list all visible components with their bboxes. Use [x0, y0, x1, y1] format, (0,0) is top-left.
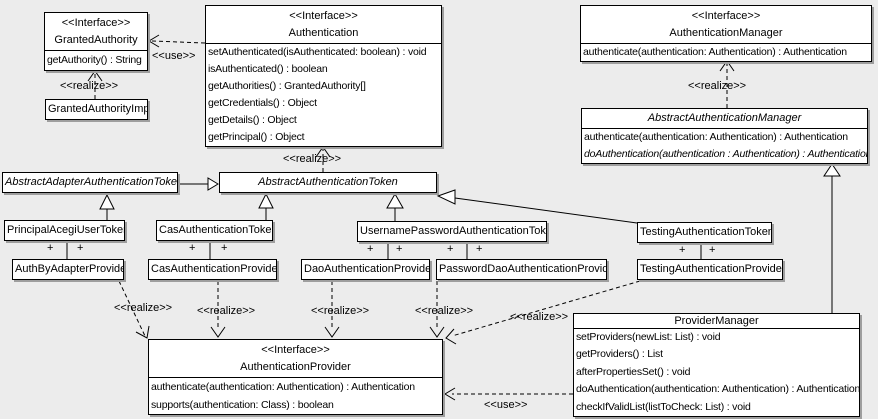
- realize-authbyadapter-to-authprovider: [118, 280, 146, 337]
- method: authenticate(authentication: Authenticat…: [584, 131, 848, 143]
- class-name: ProviderManager: [574, 314, 859, 329]
- class-name: AuthByAdapterProvider: [15, 263, 123, 275]
- realize-label: <<realize>>: [283, 153, 342, 165]
- method: setAuthenticated(isAuthenticated: boolea…: [208, 46, 427, 58]
- class-provider-manager[interactable]: ProviderManager setProviders(newList: Li…: [573, 313, 860, 418]
- realize-testingprovider-to-authprovider: [451, 280, 641, 337]
- realize-label: <<realize>>: [688, 80, 747, 92]
- realize-label: <<realize>>: [510, 311, 569, 323]
- arrowhead: [135, 325, 150, 339]
- multiplicity-plus: +: [709, 244, 716, 256]
- generalization-abstractadapter-to-abstracttoken: [178, 177, 219, 191]
- class-name: AuthenticationManager: [669, 27, 783, 39]
- method: getPrincipal() : Object: [208, 131, 305, 143]
- class-name: PasswordDaoAuthenticationProvider: [439, 263, 606, 275]
- multiplicity-plus: +: [396, 243, 403, 255]
- arrowhead: [445, 328, 457, 345]
- class-authentication[interactable]: <<Interface>> Authentication setAuthenti…: [205, 5, 442, 147]
- method: afterPropertiesSet() : void: [576, 365, 691, 378]
- method: getProviders() : List: [576, 348, 663, 361]
- class-name: AbstractAuthenticationManager: [582, 109, 867, 129]
- class-name: UsernamePasswordAuthenticationToken: [360, 225, 546, 237]
- method: getCredentials() : Object: [208, 97, 317, 109]
- generalization-providermanager-to-abstractmanager: [823, 163, 841, 313]
- class-auth-by-adapter-provider[interactable]: AuthByAdapterProvider: [12, 259, 124, 280]
- multiplicity-plus: +: [367, 243, 374, 255]
- method: authenticate(authentication: Authenticat…: [583, 46, 847, 58]
- class-testing-authentication-provider[interactable]: TestingAuthenticationProvider: [637, 259, 783, 280]
- multiplicity-plus: +: [679, 244, 686, 256]
- arrowhead: [87, 70, 103, 82]
- realize-label: <<realize>>: [415, 305, 474, 317]
- multiplicity-plus: +: [77, 242, 84, 254]
- arrowhead: [210, 326, 226, 338]
- class-username-password-authentication-token[interactable]: UsernamePasswordAuthenticationToken: [357, 221, 547, 242]
- class-testing-authentication-token[interactable]: TestingAuthenticationToken: [637, 222, 772, 243]
- realize-label: <<realize>>: [311, 305, 370, 317]
- multiplicity-plus: +: [476, 243, 483, 255]
- class-name: CasAuthenticationProvider: [151, 263, 276, 275]
- class-name: DaoAuthenticationProvider: [304, 263, 429, 275]
- use-label: <<use>>: [484, 399, 528, 411]
- multiplicity-plus: +: [189, 242, 196, 254]
- method: authenticate(authentication: Authenticat…: [151, 381, 415, 393]
- method: supports(authentication: Class) : boolea…: [151, 399, 334, 411]
- arrowhead: [324, 326, 340, 338]
- use-authentication-to-grantedauthority: [151, 40, 206, 44]
- arrowhead: [148, 34, 160, 48]
- class-cas-authentication-token[interactable]: CasAuthenticationToken: [156, 220, 273, 241]
- realize-label: <<realize>>: [60, 80, 119, 92]
- class-name: CasAuthenticationToken: [159, 224, 272, 236]
- arrowhead: [444, 387, 456, 401]
- arrowhead: [315, 146, 331, 158]
- arrowhead: [429, 326, 445, 338]
- generalization-usernametoken-to-abstracttoken: [386, 192, 404, 221]
- class-name: TestingAuthenticationProvider: [640, 263, 782, 275]
- class-authentication-provider[interactable]: <<Interface>> AuthenticationProvider aut…: [148, 339, 443, 415]
- use-label: <<use>>: [152, 50, 196, 62]
- stereotype: <<Interface>>: [691, 10, 761, 22]
- stereotype: <<Interface>>: [261, 344, 330, 356]
- method: doAuthentication(authentication : Authen…: [584, 148, 867, 160]
- class-principal-acegi-user-token[interactable]: PrincipalAcegiUserToken: [4, 220, 125, 241]
- class-name: AbstractAuthenticationToken: [258, 176, 398, 188]
- class-abstract-adapter-authentication-token[interactable]: AbstractAdapterAuthenticationToken: [2, 172, 178, 193]
- multiplicity-plus: +: [447, 243, 454, 255]
- class-password-dao-authentication-provider[interactable]: PasswordDaoAuthenticationProvider: [436, 259, 607, 280]
- class-granted-authority-impl[interactable]: GrantedAuthorityImpl: [45, 99, 148, 120]
- class-dao-authentication-provider[interactable]: DaoAuthenticationProvider: [301, 259, 430, 280]
- class-abstract-authentication-manager[interactable]: AbstractAuthenticationManager authentica…: [581, 108, 868, 164]
- realize-label: <<realize>>: [114, 302, 173, 314]
- stereotype: <<Interface>>: [61, 17, 131, 29]
- class-name: AuthenticationProvider: [240, 361, 351, 373]
- class-name: Authentication: [288, 27, 359, 39]
- class-abstract-authentication-token[interactable]: AbstractAuthenticationToken: [219, 172, 437, 193]
- multiplicity-plus: +: [47, 242, 54, 254]
- stereotype: <<Interface>>: [289, 10, 358, 22]
- method: getAuthority() : String: [47, 54, 142, 66]
- class-name: PrincipalAcegiUserToken: [7, 224, 124, 236]
- class-name: GrantedAuthorityImpl: [48, 103, 147, 115]
- class-authentication-manager[interactable]: <<Interface>> AuthenticationManager auth…: [580, 5, 872, 62]
- class-name: AbstractAdapterAuthenticationToken: [5, 176, 177, 188]
- method: getDetails() : Object: [208, 114, 297, 126]
- class-cas-authentication-provider[interactable]: CasAuthenticationProvider: [148, 259, 277, 280]
- generalization-castoken-to-abstracttoken: [258, 192, 274, 220]
- method: checkIfValidList(listToCheck: List) : vo…: [576, 400, 751, 413]
- multiplicity-plus: +: [221, 242, 228, 254]
- realize-label: <<realize>>: [197, 305, 256, 317]
- class-name: GrantedAuthority: [54, 34, 138, 46]
- method: setProviders(newList: List) : void: [576, 331, 721, 343]
- method: getAuthorities() : GrantedAuthority[]: [208, 80, 366, 92]
- method: isAuthenticated() : boolean: [208, 63, 328, 75]
- generalization-principal-to-abstractadapter: [99, 193, 115, 220]
- class-granted-authority[interactable]: <<Interface>> GrantedAuthority getAuthor…: [44, 12, 148, 71]
- class-name: TestingAuthenticationToken: [640, 226, 771, 238]
- method: doAuthentication(authentication: Authent…: [576, 383, 859, 396]
- generalization-testingtoken-to-abstracttoken: [436, 189, 638, 224]
